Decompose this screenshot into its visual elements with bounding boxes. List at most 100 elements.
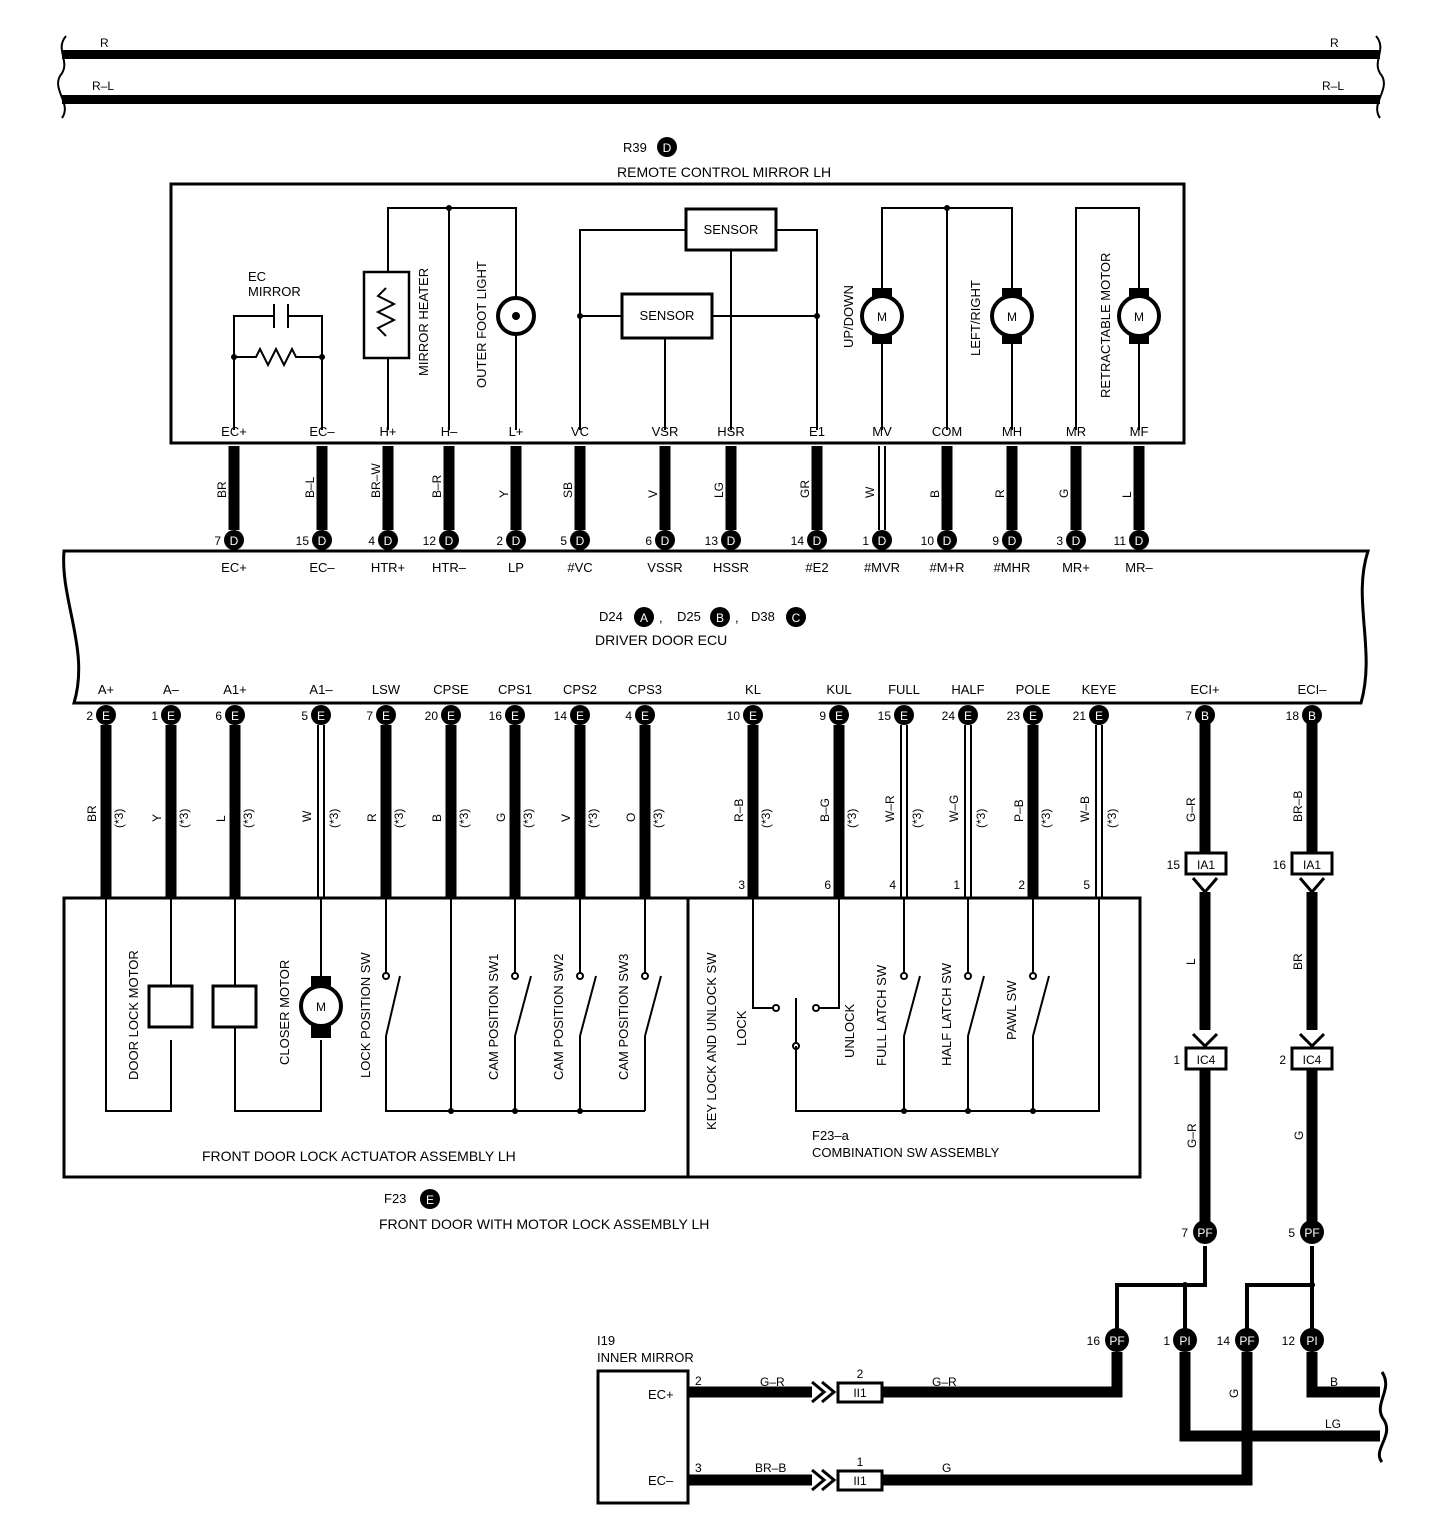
ecu-conn-c: C (792, 611, 801, 625)
mirror-conn-badge (439, 530, 459, 550)
ecu-bottom-pin-label: A– (163, 682, 180, 697)
mirror-wire-color: SB (561, 482, 575, 498)
combination-sw: 3 6 4 1 2 5 KEY LOCK AND UNLOCK SW LOCK … (704, 878, 1100, 1160)
mirror-pin-label: MF (1130, 424, 1149, 439)
inner-mirror-box (596, 1369, 690, 1505)
lg-label: LG (1325, 1417, 1341, 1431)
updown-label: UP/DOWN (841, 285, 856, 348)
ecu-bottom-conn-badge (635, 705, 655, 725)
resistor-icon (234, 346, 322, 368)
ecu-bottom-conn-badge (1195, 705, 1215, 725)
ecu-bottom-wire-note: (*3) (845, 809, 859, 828)
ecu-bottom-pin-label: ECI+ (1190, 682, 1219, 697)
ic4-left-box (1184, 1046, 1228, 1071)
ecu-bottom-wire-color: O (624, 813, 638, 822)
ecu-bottom-conn-pin: 4 (625, 709, 632, 723)
full-latch-label: FULL LATCH SW (874, 964, 889, 1066)
inner-wire-bot-left: BR–B (755, 1461, 786, 1475)
inner-wire-top-right: G–R (932, 1375, 957, 1389)
ecu-bottom-conn-letter: B (1308, 709, 1316, 723)
mirror-conn-badge (224, 530, 244, 550)
mirror-wire-color: R (993, 489, 1007, 498)
ecu-bottom-conn-letter: E (317, 709, 325, 723)
mirror-pin-label: EC+ (221, 424, 247, 439)
ecu-bottom-wire-color: R–B (732, 799, 746, 822)
ecu-conn-a-badge (634, 607, 654, 627)
pf-right-label: PF (1304, 1226, 1319, 1240)
mirror-title: REMOTE CONTROL MIRROR LH (617, 164, 831, 180)
mirror-pin-label: COM (932, 424, 962, 439)
leftright-label: LEFT/RIGHT (968, 280, 983, 356)
ecu-bottom-conn-pin: 20 (425, 709, 439, 723)
mirror-wire-color: W (863, 486, 877, 498)
bus-r-right: R (1330, 36, 1339, 50)
pf-join-2 (1235, 1328, 1259, 1352)
mirror-wire-color: B–L (303, 476, 317, 498)
door-assembly-conn: E (426, 1193, 434, 1207)
ecu-bottom-wire-note: (*3) (112, 809, 126, 828)
ecu-code-1: D24 (599, 609, 623, 624)
ecu-pin-label: #M+R (929, 560, 964, 575)
ecu-bottom-conn-letter: B (1201, 709, 1209, 723)
inner-wire-bot-right: G (942, 1461, 951, 1475)
mirror-conn-badge (721, 530, 741, 550)
pi-join-2-pin: 12 (1282, 1334, 1296, 1348)
ecu-bottom-wire-color: BR–B (1291, 791, 1305, 822)
mirror-box (169, 182, 1186, 445)
mirror-conn-letter: D (230, 534, 239, 548)
mirror-conn-letter: D (445, 534, 454, 548)
ic4-right-label: IC4 (1303, 1053, 1322, 1067)
ecu-bottom-wire-color: Y (150, 814, 164, 822)
ecu-pin-label: LP (508, 560, 524, 575)
ecu-conn-b: B (716, 611, 724, 625)
mirror-pin-label: E1 (809, 424, 825, 439)
ecu-bottom-conn-pin: 16 (489, 709, 503, 723)
combo-pin-5: 5 (1083, 878, 1090, 892)
ecu-code-3: D38 (751, 609, 775, 624)
bus-r-left: R (100, 36, 109, 50)
ecu-bottom-pin-label: FULL (888, 682, 920, 697)
combo-pin-1: 1 (953, 878, 960, 892)
ecu-bottom-conn-badge (441, 705, 461, 725)
mirror-conn-pin: 15 (296, 534, 310, 548)
ecu-bottom-conn-badge (225, 705, 245, 725)
ecu-bottom-wire-color: BR (85, 805, 99, 822)
ecu-bottom-conn-pin: 15 (878, 709, 892, 723)
ic4-right-box (1290, 1046, 1334, 1071)
ecu-bottom-wire-color: V (559, 814, 573, 822)
retractable-motor-label: RETRACTABLE MOTOR (1098, 253, 1113, 398)
ecu-bottom-conn-letter: E (1029, 709, 1037, 723)
combo-pin-4: 4 (889, 878, 896, 892)
pi-join-2 (1300, 1328, 1324, 1352)
closer-motor-label: CLOSER MOTOR (277, 960, 292, 1065)
mirror-conn-pin: 7 (214, 534, 221, 548)
ecu-bottom-conn-letter: E (102, 709, 110, 723)
door-assembly-conn-badge (420, 1189, 440, 1209)
ecu-bottom-pin-label: KEYE (1082, 682, 1117, 697)
half-latch-label: HALF LATCH SW (939, 962, 954, 1066)
ecu-pin-label: #MVR (864, 560, 900, 575)
pi-join-2-label: PI (1306, 1334, 1317, 1348)
actuator-internals: M DOOR LOCK MOTOR CLOSER MOTOR LOCK POSI… (105, 898, 662, 1164)
ecu-bottom-conn-badge (161, 705, 181, 725)
ia1-right-box (1290, 851, 1334, 876)
mirror-conn-letter: D (512, 534, 521, 548)
inner-wire-top-left: G–R (760, 1375, 785, 1389)
ecu-bottom-conn-letter: E (167, 709, 175, 723)
heater-icon (375, 287, 397, 337)
bus-bars: R R R–L R–L (57, 35, 1385, 119)
ecu-pin-label: HTR– (432, 560, 467, 575)
ic4-pf-left-color: G–R (1185, 1123, 1199, 1148)
b-label: B (1330, 1375, 1338, 1389)
mirror-conn-badge (506, 530, 526, 550)
ii1-top-box (836, 1381, 884, 1404)
ecu-pin-label: VSSR (647, 560, 682, 575)
ecu-conn-c-badge (786, 607, 806, 627)
mirror-conn-pin: 4 (368, 534, 375, 548)
mirror-wire-color: BR (215, 481, 229, 498)
mirror-conn-letter: D (943, 534, 952, 548)
pf-left-badge (1193, 1220, 1217, 1244)
combo-pin-6: 6 (824, 878, 831, 892)
ecu-bottom-pin-label: CPS3 (628, 682, 662, 697)
